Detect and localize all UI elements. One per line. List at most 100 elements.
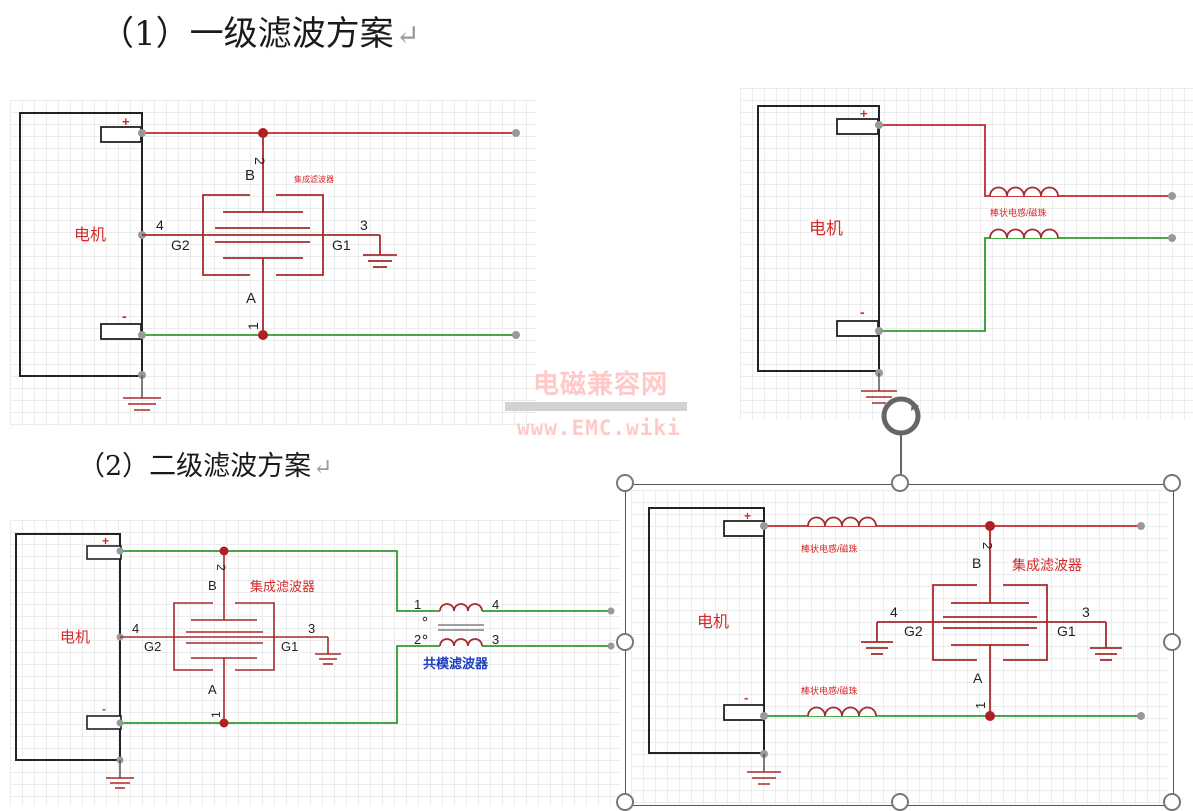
wire-node[interactable] [138,129,146,137]
positive-wire [120,550,410,612]
resize-handle-top-left[interactable] [616,474,634,492]
pin-4-label: 4 [890,604,898,620]
negative-wire [879,237,1170,332]
g2-label: G2 [144,639,161,654]
pin-4-label: 4 [156,217,164,233]
g2-label: G2 [904,623,923,639]
plus-label: + [744,509,751,523]
pin-2-label: 2 [214,564,228,571]
cm-pin-2-label: 2 [414,632,421,647]
watermark-url: www.EMC.wiki [517,416,681,440]
motor-box [19,112,143,377]
paragraph-return-icon: ↵ [395,18,420,52]
resize-handle-bottom-center[interactable] [891,793,909,811]
bead-inductor-positive [989,186,1059,197]
wire-node[interactable] [875,327,883,335]
wire-node[interactable] [512,129,520,137]
ground-icon [106,777,134,789]
wire-node[interactable] [1168,234,1176,242]
pin-a-label: A [208,682,217,697]
motor-label: 电机 [60,629,90,646]
resize-handle-bottom-right[interactable] [1163,793,1181,811]
pin-1-label: 1 [245,322,261,330]
wire-node[interactable] [760,522,768,530]
pin-3-label: 3 [360,217,368,233]
motor-box [15,533,121,761]
g1-label: G1 [281,639,298,654]
motor-label: 电机 [809,219,843,238]
plus-terminal [100,126,142,143]
negative-wire [120,645,410,724]
wire-node[interactable] [607,642,615,650]
pin-a-label: A [973,670,983,686]
image-selection-frame[interactable] [625,484,1174,806]
resize-handle-top-right[interactable] [1163,474,1181,492]
motor-box [648,507,765,754]
wire-node[interactable] [607,607,615,615]
integrated-filter-symbol [861,526,1122,716]
pin-a-label: A [246,290,256,307]
plus-label: + [860,106,868,121]
circuit-panel-1[interactable]: + - 电机 集成滤波器 2 B A 1 4 3 G2 G1 [10,100,536,426]
plus-label: + [102,534,109,548]
cm-pin-3-label: 3 [492,632,499,647]
minus-label: - [860,304,865,320]
pin-3-label: 3 [1082,604,1090,620]
cm-pin-4-label: 4 [492,597,499,612]
resize-handle-bottom-left[interactable] [616,793,634,811]
cm-filter-winding-bottom [439,638,483,647]
minus-terminal [100,323,142,340]
resize-handle-middle-left[interactable] [616,633,634,651]
ground-icon [123,397,161,411]
minus-label: - [122,308,127,324]
integrated-filter-symbol [120,551,341,723]
pin-b-label: B [972,555,981,571]
wire-node[interactable] [1137,522,1145,530]
wire-node[interactable] [1168,192,1176,200]
paragraph-return-icon: ↵ [313,455,333,481]
pin-2-label: 2 [252,157,268,165]
circuit-panel-3[interactable]: + - 电机 集成滤波器 2 B A 1 4 3 G2 G1 1 [10,520,620,806]
minus-label: - [744,690,748,705]
pin-1-label: 1 [209,711,223,718]
integrated-filter-label: 集成滤波器 [250,579,315,594]
scheme2-heading: （2）二级滤波方案↵ [78,451,333,482]
watermark-bar [505,402,687,411]
wire-node[interactable] [116,547,124,555]
bead-inductor-negative [989,228,1059,239]
bead-label-negative: 棒状电感/磁珠 [801,685,858,696]
integrated-filter-label: 集成滤波器 [1012,557,1082,573]
pin-b-label: B [208,578,217,593]
pin-3-label: 3 [308,621,315,636]
wire-node[interactable] [1137,712,1145,720]
circuit-panel-4[interactable]: + - 电机 棒状电感/磁珠 棒状电感/磁珠 集成滤波器 2 B A 1 4 3… [631,490,1168,806]
minus-label: - [102,702,106,716]
plus-label: + [122,114,130,129]
bead-inductor-positive [807,516,877,527]
wire-node[interactable] [512,331,520,339]
wire-node[interactable] [116,719,124,727]
resize-handle-top-center[interactable] [891,474,909,492]
g1-label: G1 [332,237,351,253]
wire-node[interactable] [138,331,146,339]
g1-label: G1 [1057,623,1076,639]
rotate-handle-stem [900,430,902,475]
resize-handle-middle-right[interactable] [1163,633,1181,651]
circuit-panel-2[interactable]: + - 电机 棒状电感/磁珠 [740,88,1193,420]
wire-node[interactable] [760,712,768,720]
scheme1-heading: （1）一级滤波方案↵ [100,14,420,54]
pin-b-label: B [245,167,255,184]
ground-icon [747,771,781,785]
wire-node[interactable] [875,121,883,129]
ground-icon [861,390,897,404]
g2-label: G2 [171,237,190,253]
plus-terminal [836,118,879,135]
minus-terminal [86,715,122,730]
motor-box [757,105,880,372]
rotate-handle-icon[interactable] [876,391,926,441]
watermark: 电磁兼容网 www.EMC.wiki [505,362,687,446]
cm-filter-label: 共模滤波器 [423,656,489,671]
motor-label: 电机 [697,613,729,631]
pin-4-label: 4 [132,621,139,636]
cm-filter-winding-top [439,603,483,612]
